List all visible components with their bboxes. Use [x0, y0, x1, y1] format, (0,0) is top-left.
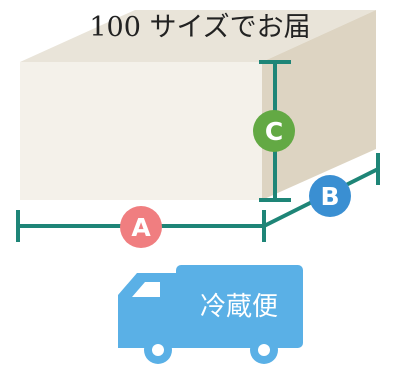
dimension-b-badge: B — [309, 175, 351, 217]
truck-label: 冷蔵便 — [200, 292, 278, 322]
size-title: 100 サイズでお届 — [89, 12, 310, 43]
dimension-c-badge: C — [253, 110, 295, 152]
svg-text:A: A — [131, 213, 151, 242]
package-box — [20, 10, 376, 200]
truck-window — [132, 282, 160, 297]
svg-text:B: B — [320, 182, 339, 211]
dimension-a-badge: A — [120, 206, 162, 248]
truck-cab — [118, 273, 182, 348]
delivery-truck-icon: 冷蔵便 — [118, 265, 303, 364]
box-front-face — [20, 62, 262, 200]
box-side-face — [262, 10, 376, 200]
truck-cargo — [176, 265, 303, 348]
svg-text:C: C — [265, 117, 283, 146]
box-top-face — [20, 10, 376, 62]
